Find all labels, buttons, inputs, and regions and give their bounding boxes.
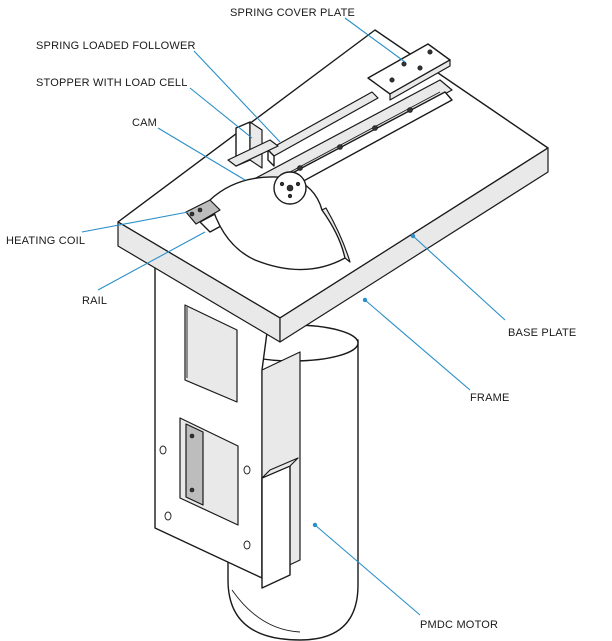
- leader-pmdc-motor: [314, 524, 421, 616]
- leader-stopper: [189, 87, 253, 139]
- leader-frame: [364, 299, 471, 391]
- leader-base-plate: [412, 235, 506, 321]
- label-base-plate: BASE PLATE: [508, 327, 576, 339]
- label-stopper-with-load-cell: STOPPER WITH LOAD CELL: [36, 77, 188, 89]
- frame: [154, 261, 301, 589]
- leader-cam: [157, 127, 246, 181]
- spring-loaded-follower: [267, 91, 379, 167]
- leader-spring-cover-plate: [344, 17, 406, 63]
- heating-coil: [185, 199, 221, 225]
- leader-rail: [97, 231, 206, 291]
- label-cam: CAM: [132, 117, 157, 129]
- label-rail: RAIL: [82, 295, 107, 307]
- leader-lines: [81, 17, 506, 616]
- label-pmdc-motor: PMDC MOTOR: [420, 619, 498, 631]
- leader-heating-coil: [81, 211, 189, 233]
- label-spring-loaded-follower: SPRING LOADED FOLLOWER: [36, 40, 196, 52]
- spring-cover-plate: [367, 43, 451, 101]
- label-frame: FRAME: [470, 392, 510, 404]
- label-spring-cover-plate: SPRING COVER PLATE: [230, 7, 355, 19]
- label-heating-coil: HEATING COIL: [6, 235, 85, 247]
- leader-spring-loaded-follower: [193, 50, 281, 143]
- cam: [209, 171, 351, 271]
